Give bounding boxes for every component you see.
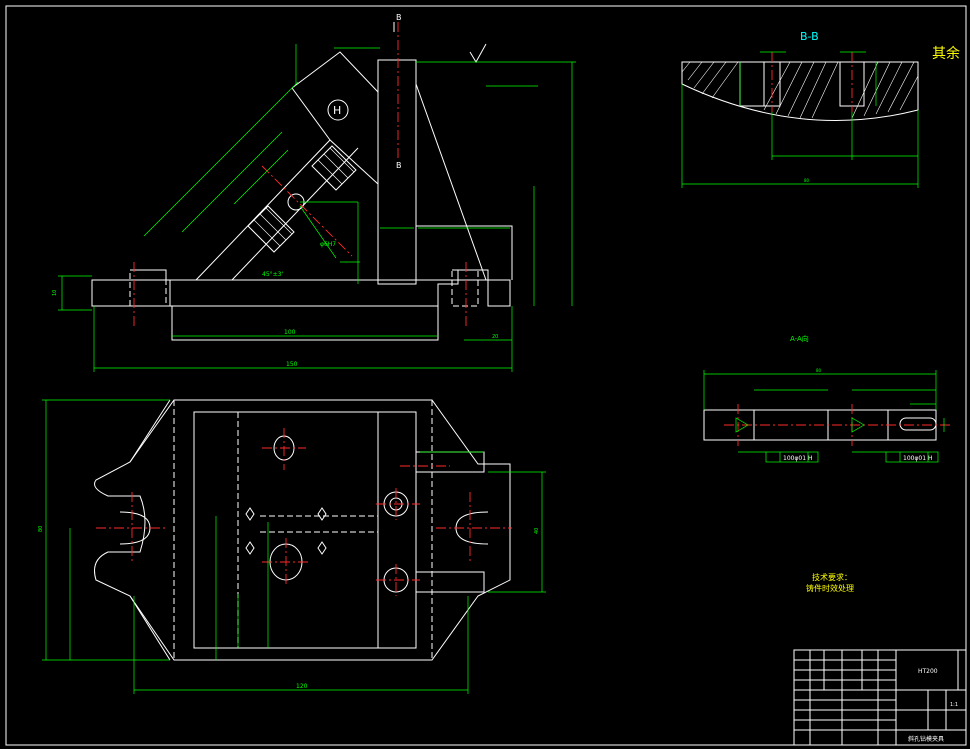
aa-tolerance-left: 100φ01 H	[783, 455, 812, 462]
bushing-upper	[311, 145, 357, 191]
technical-requirements: 技术要求： 铸件时效处理	[806, 572, 854, 593]
drawing-frame	[5, 5, 967, 746]
view-aa-title: A-A向	[790, 334, 809, 343]
remaining-roughness: 其余	[932, 45, 960, 62]
title-block-drawing-name: 斜孔钻模夹具	[908, 735, 944, 743]
tech-notes-title: 技术要求：	[812, 572, 852, 582]
dim-plan-height: 80	[38, 526, 44, 532]
title-block: HT200 斜孔钻模夹具 1:1	[793, 649, 967, 746]
dim-front-height: 10	[52, 290, 58, 296]
dim-front-100: 100	[284, 329, 296, 336]
hole-callout: φ6H7	[320, 241, 336, 248]
section-bb-title: B-B	[800, 30, 819, 43]
view-aa: A-A向 80 100φ01 H 100φ01 H	[703, 334, 952, 463]
section-mark-b-top: B	[396, 13, 402, 22]
section-mark-b-bottom: B	[396, 161, 402, 170]
section-bb-view: B-B 其余 80	[681, 30, 960, 188]
dim-plan-width: 120	[296, 683, 308, 690]
bushing-lower	[247, 205, 295, 253]
title-block-material: HT200	[918, 668, 938, 675]
detail-circle-label: H	[333, 104, 341, 117]
plan-view: 80 120 40	[38, 399, 546, 694]
detail-circle	[327, 99, 349, 121]
dim-aa-width: 80	[816, 368, 822, 373]
angle-callout: 45°±3'	[262, 271, 283, 278]
dim-section-width: 80	[804, 178, 810, 183]
dim-front-20: 20	[492, 334, 498, 340]
title-block-scale: 1:1	[950, 702, 958, 708]
aa-tolerance-right: 100φ01 H	[903, 455, 932, 462]
dim-front-150: 150	[286, 361, 298, 368]
tech-notes-line1: 铸件时效处理	[806, 583, 854, 593]
section-bb-hatch	[681, 61, 919, 119]
front-view: B B H 10 100 150 20 φ6H7 45°±3'	[52, 13, 576, 372]
dim-plan-right: 40	[534, 528, 540, 534]
